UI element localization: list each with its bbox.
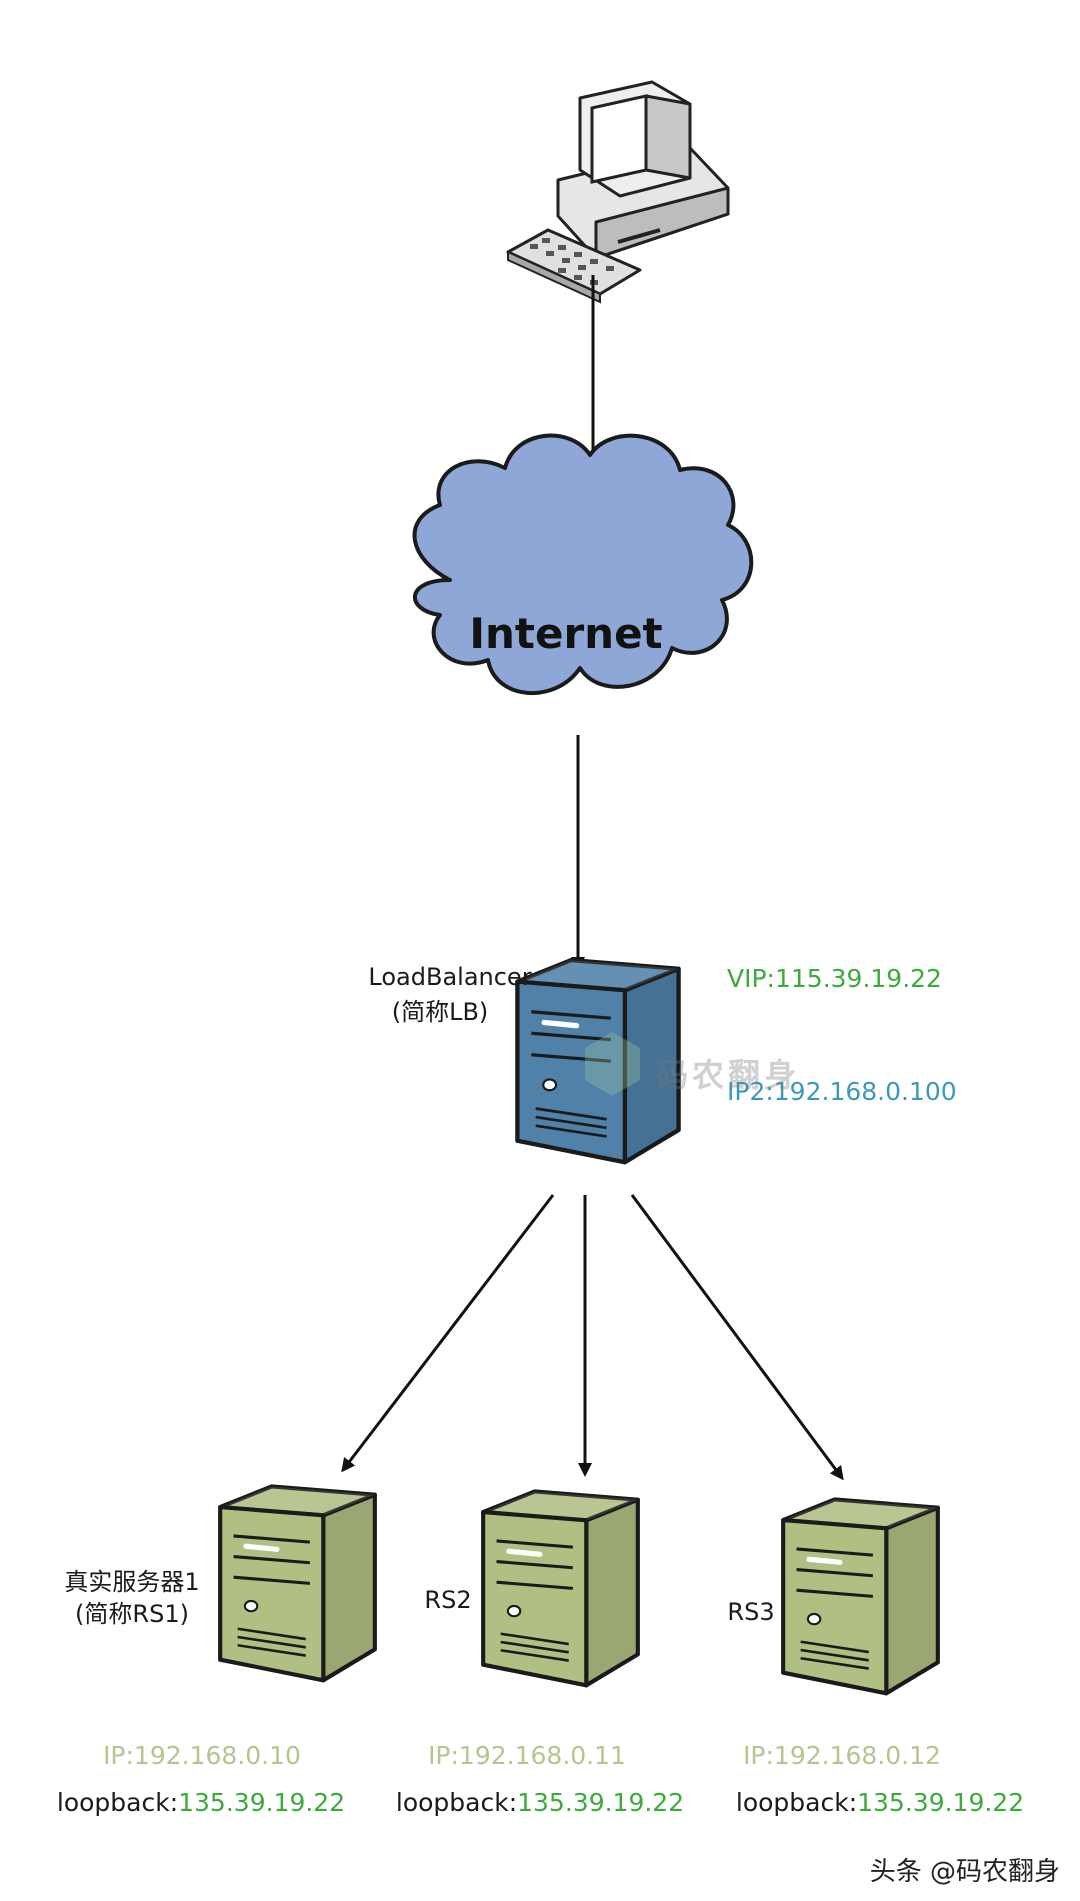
- rs2-loopback-key: loopback:: [396, 1788, 517, 1817]
- rs2-server-icon: [483, 1491, 638, 1685]
- rs1-ip-label: IP:192.168.0.10: [103, 1741, 301, 1770]
- internet-cloud-icon: [412, 433, 754, 696]
- rs3-loopback-value: 135.39.19.22: [857, 1788, 1024, 1817]
- rs1-short-name-label: (简称RS1): [75, 1600, 189, 1628]
- rs2-ip-label: IP:192.168.0.11: [428, 1741, 626, 1770]
- watermark-text: 码农翻身: [656, 1056, 800, 1094]
- rs1-loopback-label: loopback:135.39.19.22: [57, 1788, 345, 1817]
- rs1-loopback-key: loopback:: [57, 1788, 178, 1817]
- rs1-name-label: 真实服务器1: [64, 1568, 199, 1596]
- footer-credit: 头条 @码农翻身: [870, 1857, 1060, 1887]
- internet-label: Internet: [469, 609, 662, 658]
- rs2-loopback-value: 135.39.19.22: [517, 1788, 684, 1817]
- rs1-loopback-value: 135.39.19.22: [178, 1788, 345, 1817]
- lb-ip2-label: IP2:192.168.0.100: [727, 1077, 957, 1106]
- rs3-name-label: RS3: [727, 1598, 774, 1626]
- rs2-loopback-label: loopback:135.39.19.22: [396, 1788, 684, 1817]
- lb-short-name-label: (简称LB): [392, 998, 489, 1026]
- watermark: 码农翻身: [585, 1032, 800, 1096]
- client-computer-icon: [506, 80, 730, 304]
- arrow-lb-to-rs3: [630, 1194, 844, 1481]
- rs1-server-icon: [220, 1486, 375, 1680]
- rs3-loopback-label: loopback:135.39.19.22: [736, 1788, 1024, 1817]
- lb-vip-label: VIP:115.39.19.22: [727, 964, 942, 993]
- lb-name-label: LoadBalancer: [368, 963, 531, 991]
- rs3-loopback-key: loopback:: [736, 1788, 857, 1817]
- rs3-ip-label: IP:192.168.0.12: [743, 1741, 941, 1770]
- rs3-server-icon: [783, 1499, 938, 1693]
- rs2-name-label: RS2: [424, 1586, 471, 1614]
- arrow-lb-to-rs1: [341, 1194, 555, 1473]
